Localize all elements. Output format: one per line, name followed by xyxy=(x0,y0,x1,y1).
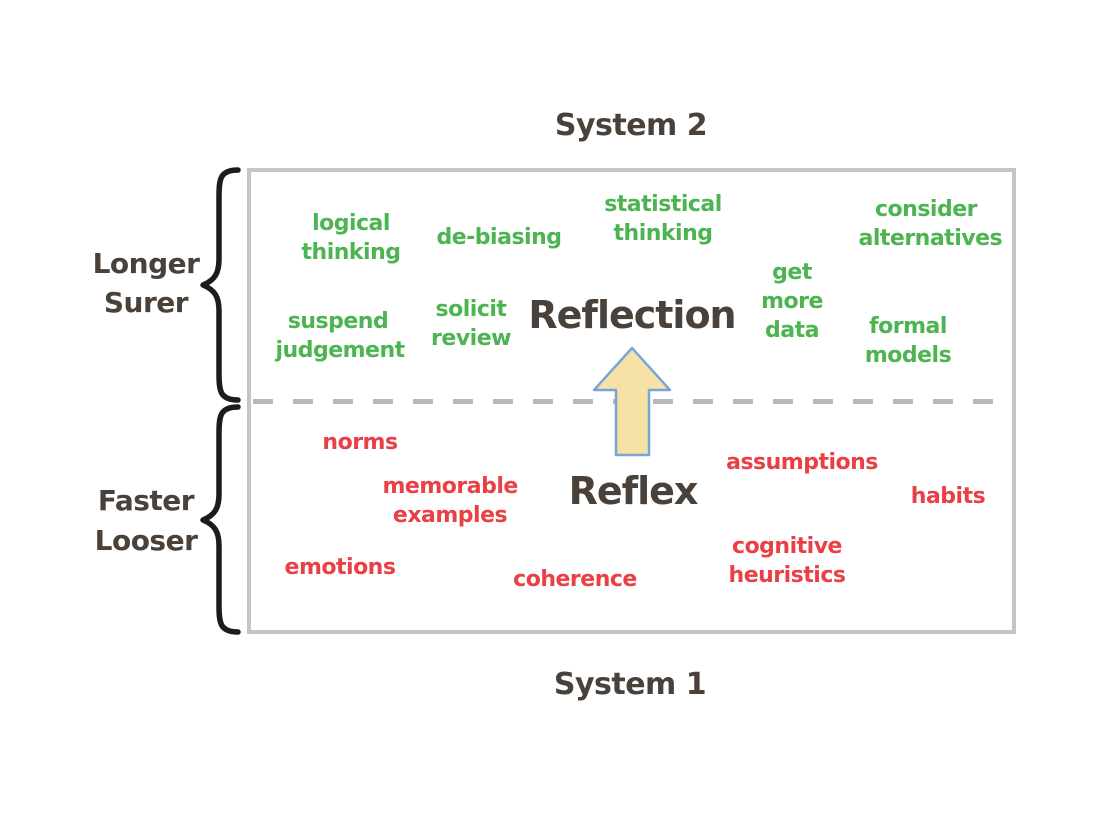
reflection-heading: Reflection xyxy=(528,293,736,337)
axis-label-longer: Longer xyxy=(92,247,200,280)
axis-label-surer: Surer xyxy=(103,286,189,319)
axis-label-longer-surer: Longer Surer xyxy=(93,244,200,322)
system2-item-formal-models: formal models xyxy=(864,314,952,368)
system1-item-assumptions: assumptions xyxy=(726,450,878,475)
system1-item-cognitive-heuristics: cognitive heuristics xyxy=(728,534,846,588)
axis-label-faster-looser: Faster Looser xyxy=(95,481,198,561)
system1-item-memorable-examples: memorable examples xyxy=(382,474,519,528)
lower-brace-icon xyxy=(200,404,241,635)
upper-brace-icon xyxy=(200,167,241,403)
system2-item-de-biasing: de-biasing xyxy=(436,225,562,250)
system1-item-emotions: emotions xyxy=(284,555,396,580)
system2-item-statistical-thinking: statistical thinking xyxy=(604,192,722,246)
system1-item-habits: habits xyxy=(910,484,986,509)
axis-label-faster: Faster xyxy=(97,484,195,517)
system2-item-consider-alternatives: consider alternatives xyxy=(858,197,1003,251)
system2-item-suspend-judgement: suspend judgement xyxy=(275,309,406,363)
system2-item-get-more-data: get more data xyxy=(761,260,823,343)
system2-title: System 2 xyxy=(554,108,708,143)
axis-label-looser: Looser xyxy=(94,524,198,557)
system2-item-logical-thinking: logical thinking xyxy=(301,211,401,265)
reflex-heading: Reflex xyxy=(568,469,699,513)
system1-item-norms: norms xyxy=(322,430,398,455)
system1-title: System 1 xyxy=(553,667,707,702)
system2-item-solicit-review: solicit review xyxy=(431,297,511,351)
system1-item-coherence: coherence xyxy=(513,567,637,592)
